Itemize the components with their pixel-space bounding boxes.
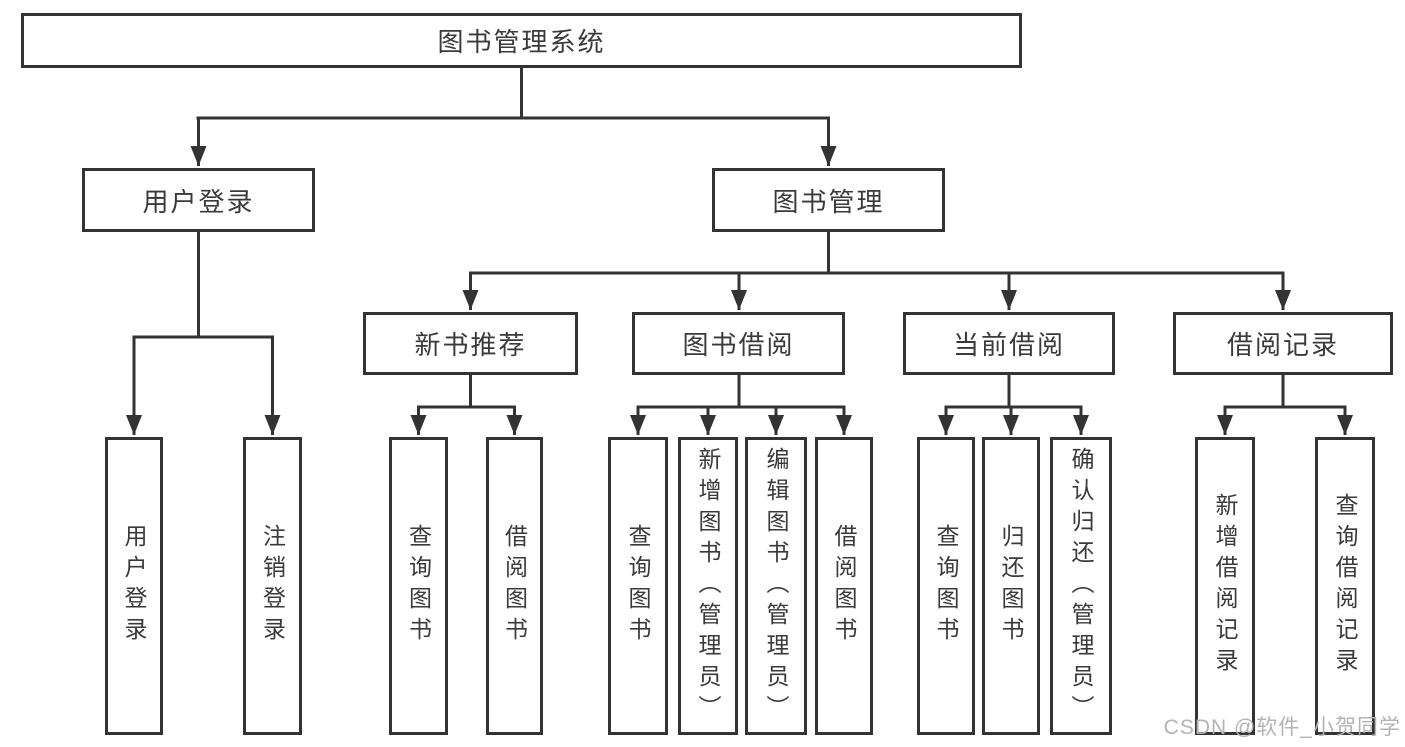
node-book-management-branch: 图书管理 [712,168,945,232]
leaf-query-books-recommend: 查询图书 [389,437,448,735]
leaf-edit-book-admin: 编辑图书（管理员） [745,437,807,735]
leaf-borrow-books-borrowing: 借阅图书 [815,437,873,735]
leaf-add-book-admin: 新增图书（管理员） [678,437,738,735]
node-new-book-recommend: 新书推荐 [363,312,578,375]
leaf-return-book: 归还图书 [982,437,1040,735]
node-root-library-system: 图书管理系统 [21,13,1022,68]
leaf-query-books-borrowing: 查询图书 [608,437,668,735]
csdn-watermark: CSDN @软件_小贺同学 [1163,716,1401,739]
node-user-login-branch: 用户登录 [82,168,315,232]
leaf-confirm-return-admin: 确认归还（管理员） [1050,437,1112,735]
leaf-query-borrow-record: 查询借阅记录 [1315,437,1375,735]
node-current-borrowing: 当前借阅 [903,312,1115,375]
leaf-user-login: 用户登录 [105,437,163,735]
leaf-query-books-current: 查询图书 [917,437,975,735]
node-book-borrowing: 图书借阅 [632,312,845,375]
leaf-borrow-books-recommend: 借阅图书 [486,437,543,735]
leaf-logout: 注销登录 [243,437,302,735]
node-borrowing-records: 借阅记录 [1173,312,1393,375]
leaf-add-borrow-record: 新增借阅记录 [1195,437,1255,735]
